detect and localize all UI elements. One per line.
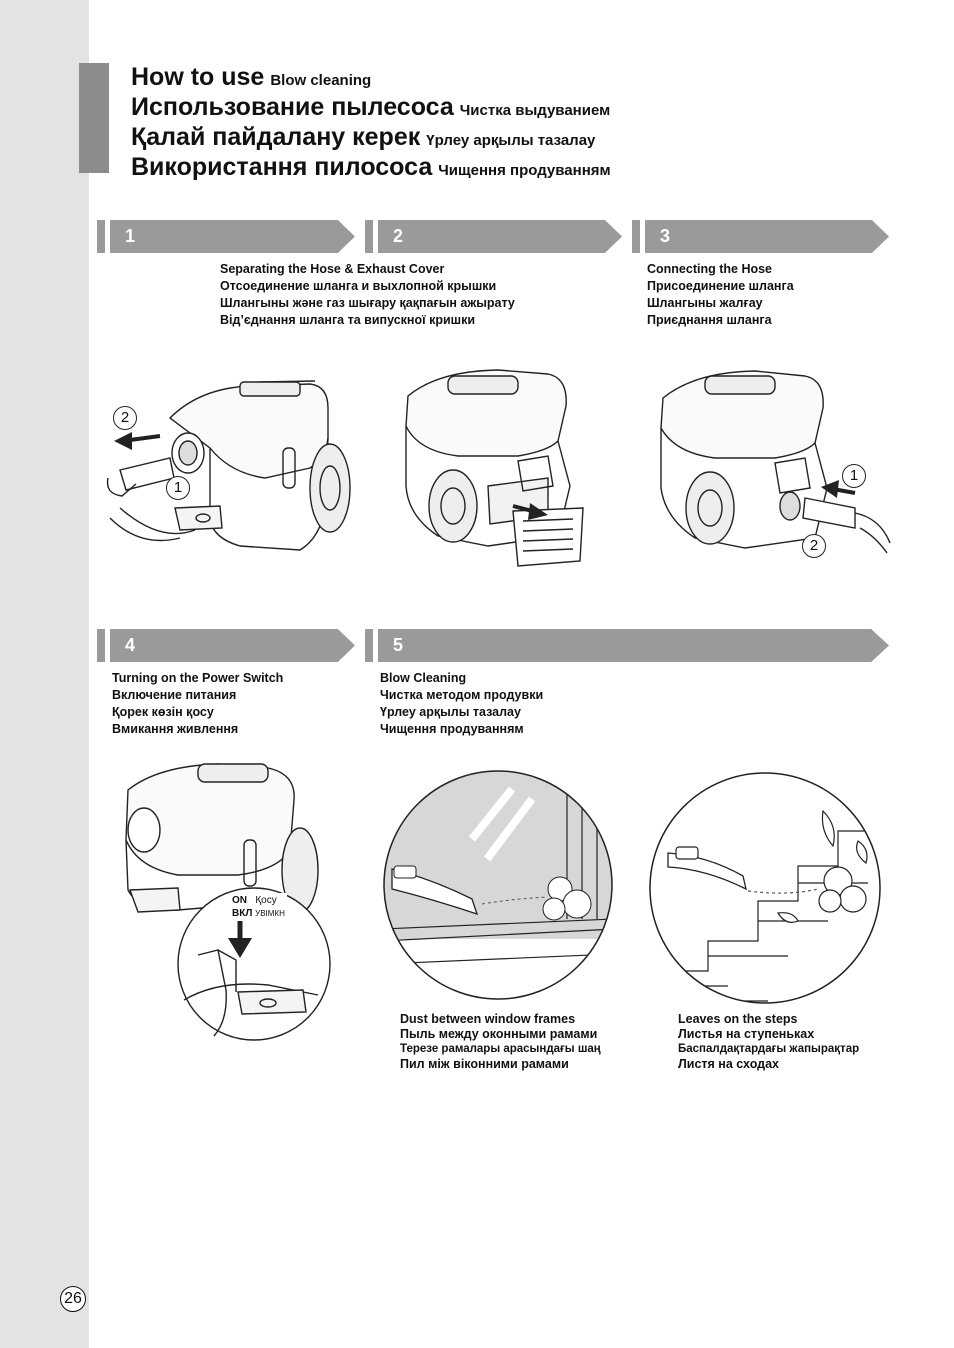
step-3-text: Connecting the Hose Присоединение шланга… — [647, 262, 794, 327]
step-1-number: 1 — [125, 226, 136, 246]
marker-1: 1 — [842, 464, 866, 488]
step-3-number: 3 — [660, 226, 671, 246]
step-2-text: Separating the Hose & Exhaust Cover Отсо… — [220, 262, 515, 327]
vacuum-hose-detach-illustration — [100, 378, 360, 560]
exhaust-cover-removal-illustration — [398, 366, 590, 578]
window-dust-illustration — [382, 769, 614, 1001]
step-4-number: 4 — [125, 635, 136, 655]
step-4-header: 4 — [97, 629, 355, 662]
marker-1: 1 — [166, 476, 190, 500]
left-margin-strip — [0, 0, 89, 1348]
switch-labels: ON Қосу ВКЛ УВІМКН — [230, 893, 287, 921]
marker-2: 2 — [113, 406, 137, 430]
step-5-text: Blow Cleaning Чистка методом продувки Үр… — [380, 671, 544, 736]
title-accent-bar — [79, 63, 109, 173]
step-5-header: 5 — [365, 629, 889, 662]
page-number: 26 — [60, 1286, 86, 1312]
step-2-header: 2 — [365, 220, 622, 253]
step-3-header: 3 — [632, 220, 889, 253]
step-2-number: 2 — [393, 226, 404, 246]
leaves-steps-illustration — [648, 771, 882, 1005]
step-1-header: 1 — [97, 220, 355, 253]
step-4-text: Turning on the Power Switch Включение пи… — [112, 671, 284, 736]
caption-leaves-steps: Leaves on the steps Листья на ступеньках… — [678, 1012, 860, 1071]
hose-connect-illustration — [655, 368, 893, 558]
power-switch-illustration — [118, 760, 334, 1046]
caption-window-dust: Dust between window frames Пыль между ок… — [400, 1012, 601, 1071]
marker-2: 2 — [802, 534, 826, 558]
step-5-number: 5 — [393, 635, 404, 655]
